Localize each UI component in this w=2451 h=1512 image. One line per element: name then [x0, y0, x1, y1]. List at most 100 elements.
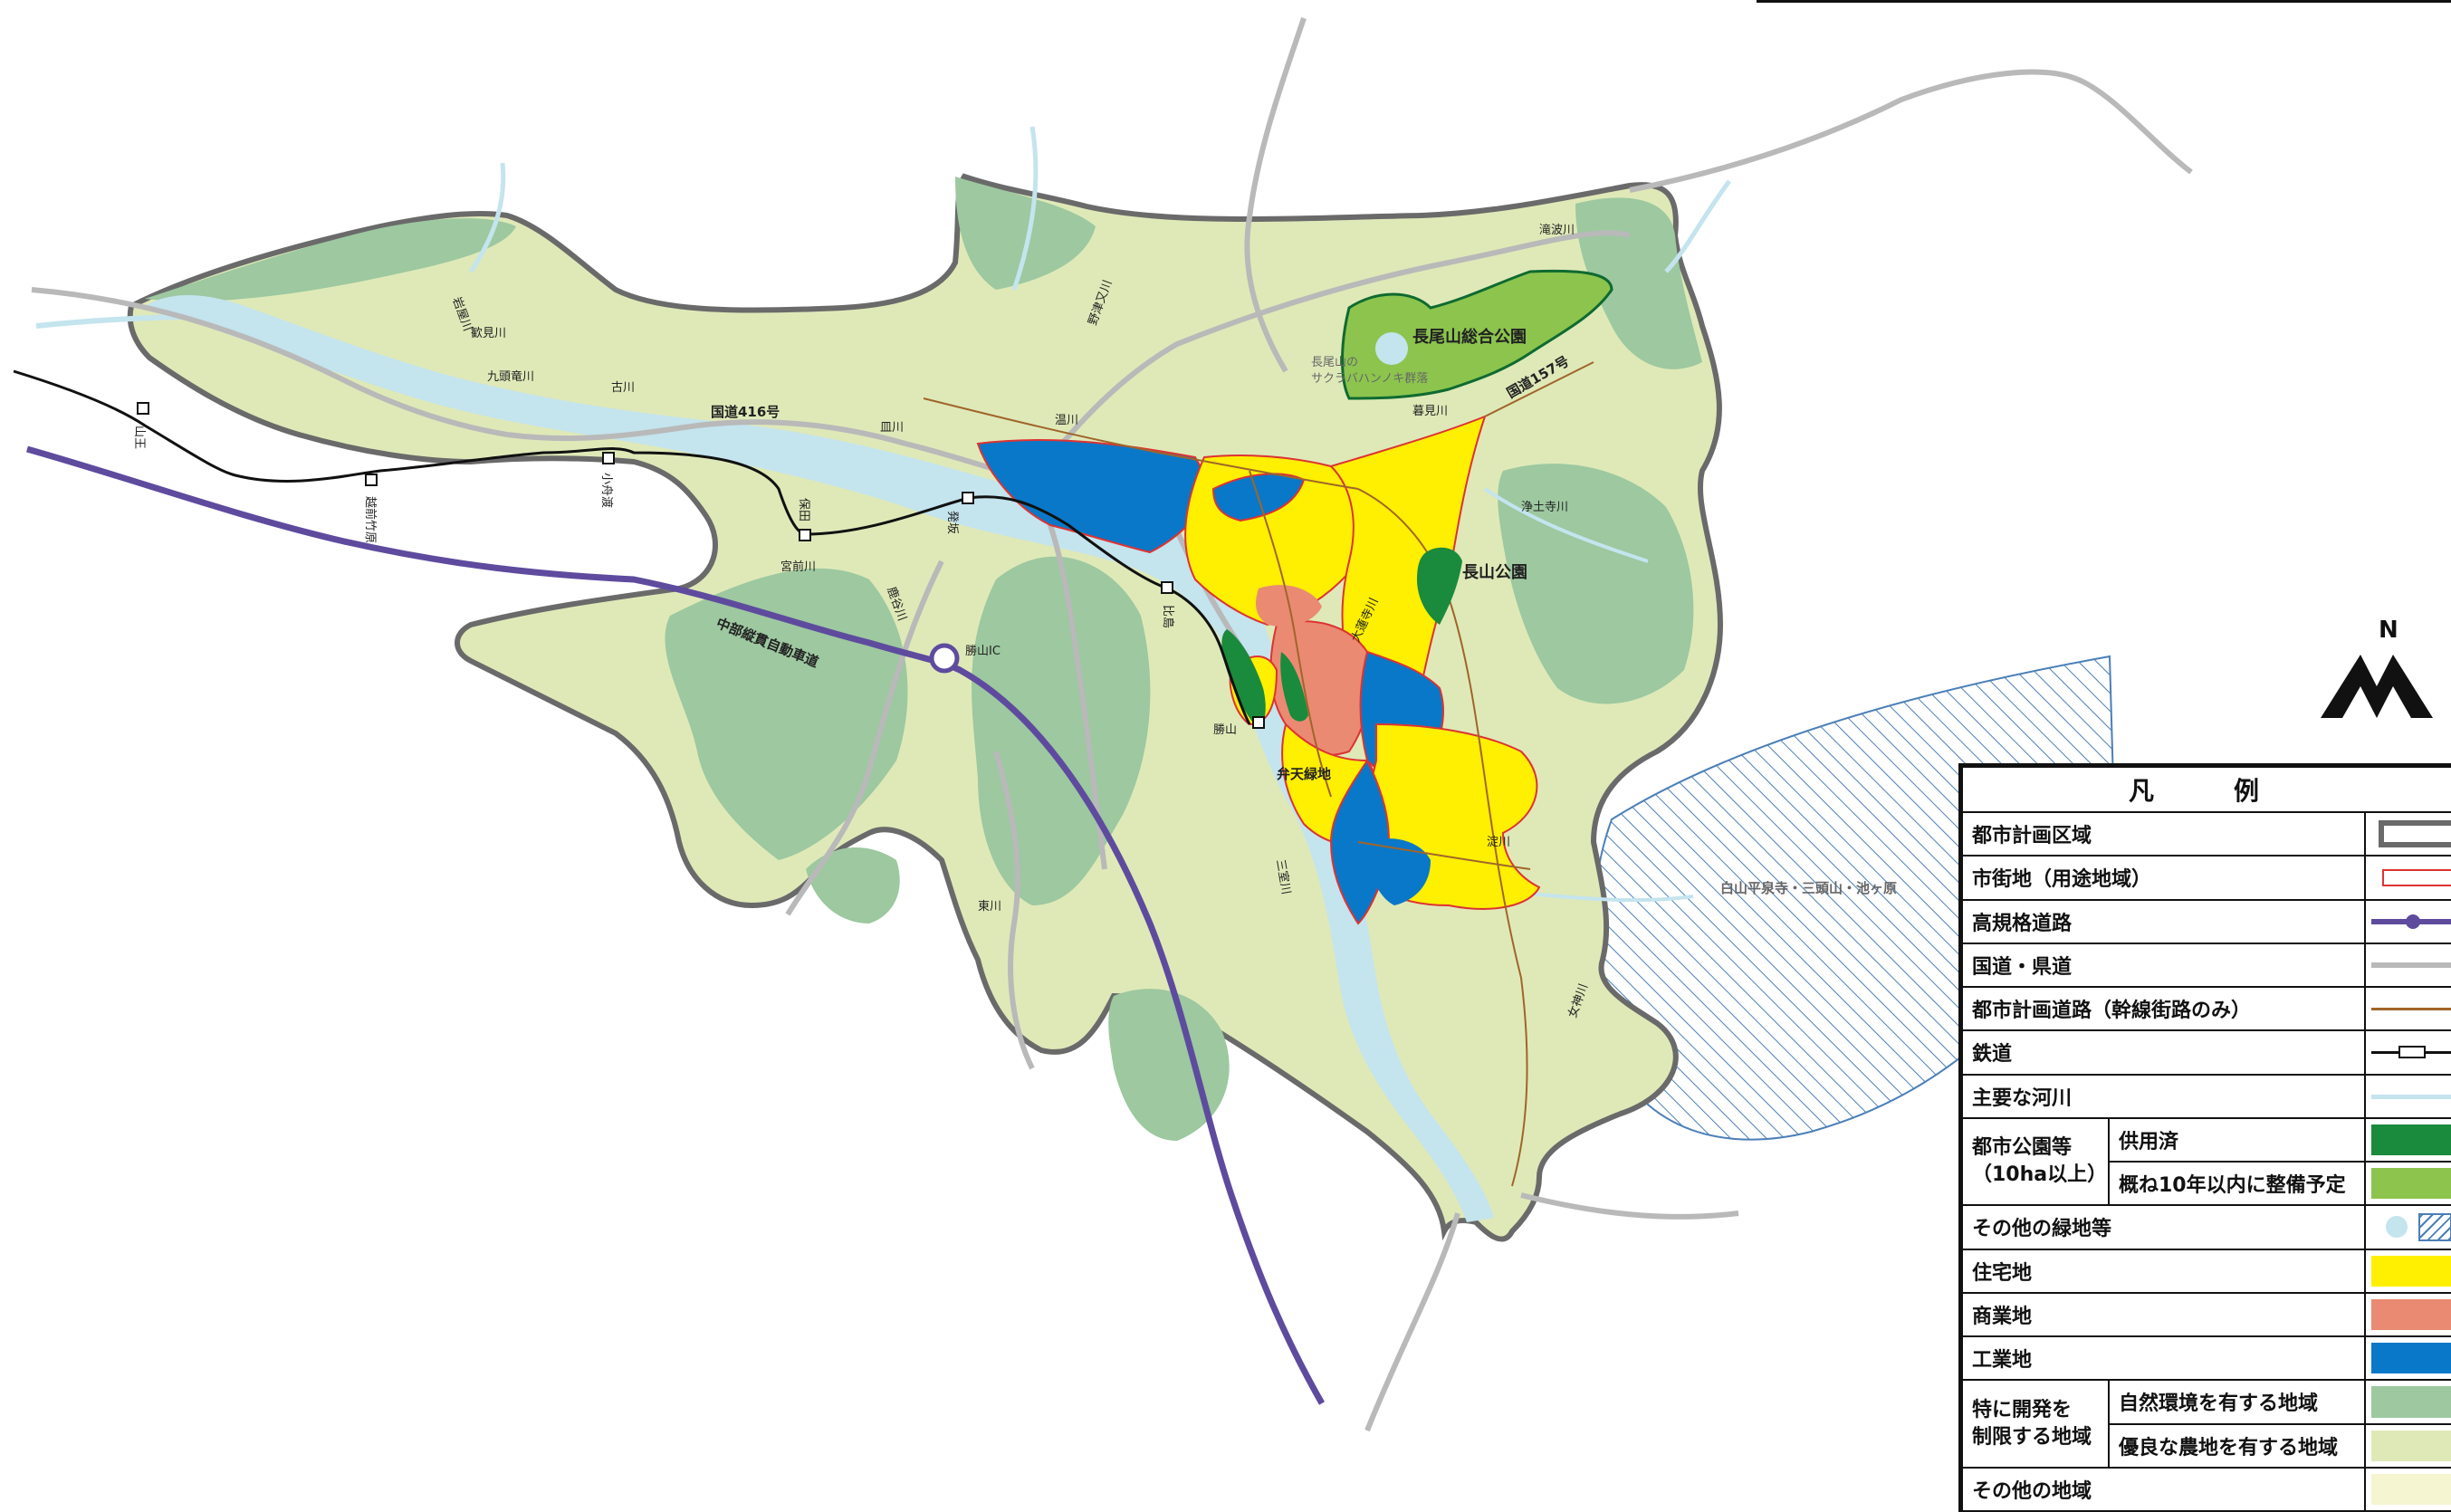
katsuyama-ic-marker — [929, 643, 960, 674]
label-benten: 弁天緑地 — [1277, 766, 1331, 782]
label-kuzuryu-river: 九頭竜川 — [487, 370, 534, 384]
legend-park-group-title: 都市公園等 — [1972, 1136, 2073, 1159]
legend-park-group-sub: （10ha以上） — [1972, 1163, 2108, 1186]
legend-swatch-city-roads — [2364, 985, 2451, 1032]
river-branch-ne — [1664, 179, 1732, 273]
label-hossaka-station: 発坂 — [945, 511, 959, 534]
legend-label-industrial: 工業地 — [1961, 1335, 2366, 1382]
legend-swatch-planning-area — [2364, 810, 2451, 857]
legend-title: 凡 例 — [1961, 766, 2451, 813]
station-marker — [1161, 581, 1173, 594]
legend-label-park-plan: 概ね10年以内に整備予定 — [2108, 1160, 2366, 1207]
label-mimuro-river: 三室川 — [1273, 858, 1294, 895]
legend-swatch-rivers — [2364, 1073, 2451, 1119]
label-nagaoyama-park: 長尾山総合公園 — [1412, 327, 1527, 347]
legend-swatch-roads — [2364, 942, 2451, 989]
nature-zone-south — [1108, 989, 1230, 1141]
legend-swatch-other-area — [2364, 1466, 2451, 1512]
label-takinami-river: 滝波川 — [1539, 224, 1575, 237]
legend-label-city-roads: 都市計画道路（幹線街路のみ） — [1961, 985, 2366, 1032]
nature-zone-west — [665, 568, 908, 860]
legend-label-park-group: 都市公園等 （10ha以上） — [1961, 1116, 2110, 1207]
label-sakura-village: サクラバハンノキ群落 — [1311, 372, 1428, 386]
legend-label-expressway: 高規格道路 — [1961, 898, 2366, 944]
legend-swatch-commercial — [2364, 1291, 2451, 1338]
station-marker — [1252, 716, 1265, 729]
label-hakusan: 白山平泉寺・三頭山・池ヶ原 — [1720, 880, 1897, 896]
nature-zone-northeast — [1575, 197, 1702, 369]
national-prefectural-roads — [31, 17, 2193, 1432]
label-kurami-river: 暮見川 — [1412, 405, 1448, 418]
label-katsuyama-ic: 勝山IC — [965, 645, 1001, 658]
legend-swatch-restrict-nature — [2364, 1379, 2451, 1425]
legend-swatch-park-open — [2364, 1116, 2451, 1163]
label-katsuyama-station: 勝山 — [1213, 723, 1237, 737]
station-marker — [137, 402, 149, 415]
industrial-zone-southwest — [1367, 838, 1431, 905]
railway-stations — [137, 402, 1265, 729]
legend-swatch-industrial — [2364, 1335, 2451, 1382]
legend-label-park-open: 供用済 — [2108, 1116, 2366, 1163]
north-label: N — [2379, 617, 2398, 644]
label-jodoji-river: 浄土寺川 — [1521, 501, 1568, 514]
legend-label-commercial: 商業地 — [1961, 1291, 2366, 1338]
river-branch-e — [1483, 487, 1649, 563]
legend-restrict-line2: 制限する地域 — [1972, 1425, 2092, 1449]
planning-area — [127, 173, 1724, 1242]
other-green-dot — [1375, 332, 1408, 365]
label-miyamae-river: 宮前川 — [780, 560, 816, 574]
legend-label-other-area: その他の地域 — [1961, 1466, 2366, 1512]
legend-swatch-expressway — [2364, 898, 2451, 944]
legend-panel: 凡 例 都市計画区域 市街地（用途地域） 高規格道路 国道・県道 都市計画道路（… — [1958, 763, 2451, 1512]
legend-label-other-green: その他の緑地等 — [1961, 1204, 2366, 1250]
nature-zone-center — [972, 556, 1151, 905]
benten-green-strip-2 — [1280, 652, 1308, 722]
label-nagaoyama-sakura: 長尾山の — [1311, 356, 1358, 369]
legend-label-restrict-nature: 自然環境を有する地域 — [2108, 1379, 2366, 1425]
north-arrow-icon — [2321, 655, 2433, 718]
legend-swatch-railway — [2364, 1029, 2451, 1076]
nature-zone-northwest — [145, 218, 516, 301]
station-marker — [799, 529, 811, 541]
label-hota-station: 保田 — [797, 498, 810, 522]
legend-swatch-residential — [2364, 1248, 2451, 1294]
nature-zone-north — [955, 177, 1096, 290]
legend-label-rivers: 主要な河川 — [1961, 1073, 2366, 1119]
legend-swatch-other-green — [2364, 1204, 2451, 1250]
label-yodo-river: 淀川 — [1487, 836, 1510, 849]
legend-label-restrict-group: 特に開発を 制限する地域 — [1961, 1379, 2110, 1469]
legend-label-roads: 国道・県道 — [1961, 942, 2366, 989]
nature-zone-southwest — [806, 847, 900, 923]
label-kanmi-river: 歓見川 — [471, 327, 506, 340]
label-furu-river: 古川 — [611, 381, 635, 395]
legend-label-residential: 住宅地 — [1961, 1248, 2366, 1294]
expressway-line — [26, 445, 1326, 1405]
station-marker — [962, 492, 974, 504]
legend-swatch-park-plan — [2364, 1160, 2451, 1207]
railway-line — [13, 369, 1251, 725]
frame-top-line — [1757, 0, 2451, 3]
north-arrow: N — [2321, 617, 2433, 718]
label-hijima-station: 比島 — [1161, 605, 1174, 628]
river-branch-nw — [35, 313, 254, 329]
river-branch-n1 — [1011, 126, 1039, 291]
label-nagayama-park: 長山公園 — [1462, 563, 1527, 582]
label-route-416: 国道416号 — [711, 404, 780, 420]
legend-swatch-urban-area — [2364, 855, 2451, 901]
river-branch-nw2 — [468, 162, 506, 273]
station-marker — [365, 474, 378, 486]
industrial-zone-west — [976, 439, 1215, 554]
legend-label-restrict-farm: 優良な農地を有する地域 — [2108, 1422, 2366, 1469]
label-sara-river: 皿川 — [880, 421, 904, 435]
legend-swatch-restrict-farm — [2364, 1422, 2451, 1469]
benten-green-strip — [1221, 629, 1266, 729]
label-kobunato-station: 小舟渡 — [599, 473, 614, 508]
station-marker — [602, 452, 615, 464]
label-sanno-station: 山王 — [132, 426, 146, 449]
kuzuryu-river — [145, 294, 1494, 1222]
legend-restrict-line1: 特に開発を — [1972, 1398, 2073, 1421]
nagayama-park-area — [1417, 547, 1462, 625]
legend-label-urban-area: 市街地（用途地域） — [1961, 855, 2366, 901]
label-echizen-takehara-station: 越前竹原 — [363, 496, 378, 543]
